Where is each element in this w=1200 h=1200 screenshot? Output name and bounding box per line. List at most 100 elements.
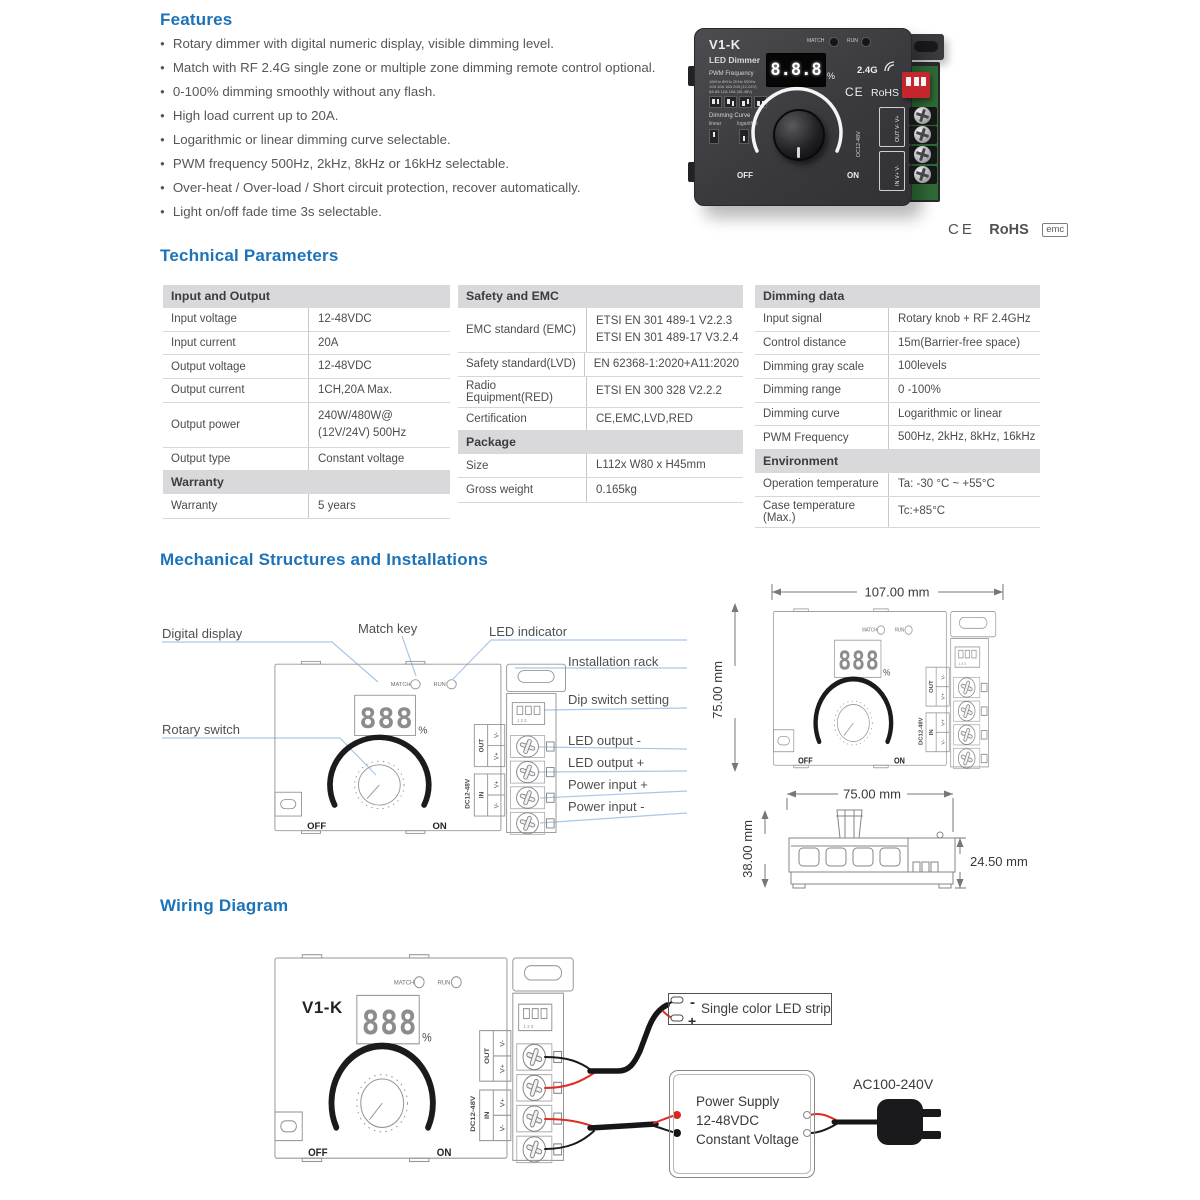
callout-digital-display: Digital display (162, 626, 243, 641)
wire-psu-black-lead (544, 1130, 595, 1150)
power-supply-box: Power Supply 12-48VDC Constant Voltage (669, 1070, 815, 1178)
knob-pointer (797, 147, 800, 158)
mechanical-diagram: 107.00 mm 75.00 mm 75.00 mm 38.00 mm 24.… (150, 570, 1050, 900)
bullet-icon: ● (160, 158, 165, 168)
curve-option: linear (709, 121, 722, 127)
match-label: MATCH (807, 38, 825, 44)
off-label: OFF (737, 171, 753, 180)
terminal-screw[interactable] (914, 146, 931, 163)
bullet-icon: ● (160, 111, 165, 121)
device-front-drawing (273, 655, 575, 838)
digital-display: 8.8.8 (766, 53, 826, 87)
mechanical-annotations: 107.00 mm 75.00 mm 75.00 mm 38.00 mm 24.… (162, 584, 1028, 889)
strip-plus-pad (670, 1014, 684, 1022)
feature-item: ●Over-heat / Over-load / Short circuit p… (160, 179, 581, 195)
match-button[interactable] (829, 37, 839, 47)
device-front-dimension-view (772, 603, 1003, 772)
technical-title: Technical Parameters (160, 246, 339, 265)
dc-voltage-label: DC12-48V (856, 131, 862, 157)
terminal-screw[interactable] (914, 126, 931, 143)
callout-power-input-plus: Power input + (568, 777, 648, 792)
feature-item: ●Match with RF 2.4G single zone or multi… (160, 60, 656, 76)
features-title: Features (160, 10, 233, 29)
pwm-row: 16KHz 8KHz 2KHz 500Hz (709, 79, 756, 84)
bullet-icon: ● (160, 206, 165, 216)
wire-ac-red (809, 1112, 837, 1121)
dim-side-depth: 24.50 mm (970, 854, 1028, 869)
table-row: Safety standard(LVD)EN 62368-1:2020+A11:… (458, 353, 743, 377)
bullet-icon: ● (160, 135, 165, 144)
rohs-mark: RoHS (989, 222, 1029, 238)
side-view-drawing (788, 809, 956, 889)
led-strip-box: Single color LED strip (668, 993, 832, 1025)
dip-icon (709, 129, 719, 144)
callout-led-indicator: LED indicator (489, 624, 568, 639)
table-header: Input and Output (163, 285, 450, 308)
terminal-screw[interactable] (914, 166, 931, 183)
rotary-knob[interactable] (773, 109, 825, 161)
strip-minus-pad (670, 996, 684, 1004)
table-row: EMC standard (EMC)ETSI EN 301 489-1 V2.2… (458, 308, 743, 353)
dim-side-height: 38.00 mm (740, 820, 755, 878)
dip-icon (724, 96, 737, 108)
dip-icon (739, 96, 752, 108)
run-led (861, 37, 871, 47)
feature-item: ●PWM frequency 500Hz, 2kHz, 8kHz or 16kH… (160, 155, 510, 171)
out-terminal-label: OUT V- V+ (879, 107, 905, 147)
feature-item: ●Rotary dimmer with digital numeric disp… (160, 36, 554, 52)
table-row: Radio Equipment(RED)ETSI EN 300 328 V2.2… (458, 376, 743, 408)
table-header: Warranty (163, 471, 450, 495)
feature-item: ●High load current up to 20A. (160, 108, 339, 124)
bullet-icon: ● (160, 87, 165, 97)
display-digits: 8.8.8 (770, 60, 822, 80)
model-label: V1-K (709, 37, 741, 52)
callout-rotary-switch: Rotary switch (162, 722, 241, 737)
bullet-icon: ● (160, 182, 165, 192)
wiring-model-label: V1-K (302, 998, 343, 1017)
strip-plus-sign: + (688, 1013, 696, 1029)
bullet-icon: ● (160, 39, 165, 49)
pwm-row: 10A 10A 16A 20A (12-24V) (709, 84, 757, 89)
callout-installation-rack: Installation rack (568, 654, 659, 669)
dim-front-height: 75.00 mm (710, 661, 725, 719)
table-header: Safety and EMC (458, 285, 743, 308)
strip-minus-sign: - (690, 994, 695, 1011)
curve-option: logarithm (737, 121, 758, 127)
mechanical-title: Mechanical Structures and Installations (160, 550, 489, 569)
terminal-screw[interactable] (914, 107, 931, 124)
features-list: ●Rotary dimmer with digital numeric disp… (160, 32, 655, 223)
emc-mark: emc (1042, 223, 1069, 237)
dip-icon (739, 129, 749, 144)
dip-icon (709, 96, 722, 108)
callout-dip-switch-setting: Dip switch setting (568, 692, 670, 707)
dip-switch[interactable] (902, 72, 930, 98)
dial-arc (751, 86, 843, 153)
wire-psu-trunk (587, 1121, 659, 1131)
callout-power-input-minus: Power input - (568, 799, 645, 814)
wire-led-plus-lead (544, 1072, 595, 1089)
table-row: Case temperature (Max.)Tc:+85°C (755, 496, 1040, 528)
type-label: LED Dimmer (709, 55, 761, 65)
ac-voltage-label: AC100-240V (853, 1076, 934, 1092)
callout-led-output-plus: LED output + (568, 755, 645, 770)
on-label: ON (847, 171, 859, 180)
bullet-icon: ● (160, 63, 165, 73)
mounting-slot (914, 41, 938, 52)
wiring-connections: - + (544, 994, 941, 1150)
mounting-ear (906, 34, 944, 60)
